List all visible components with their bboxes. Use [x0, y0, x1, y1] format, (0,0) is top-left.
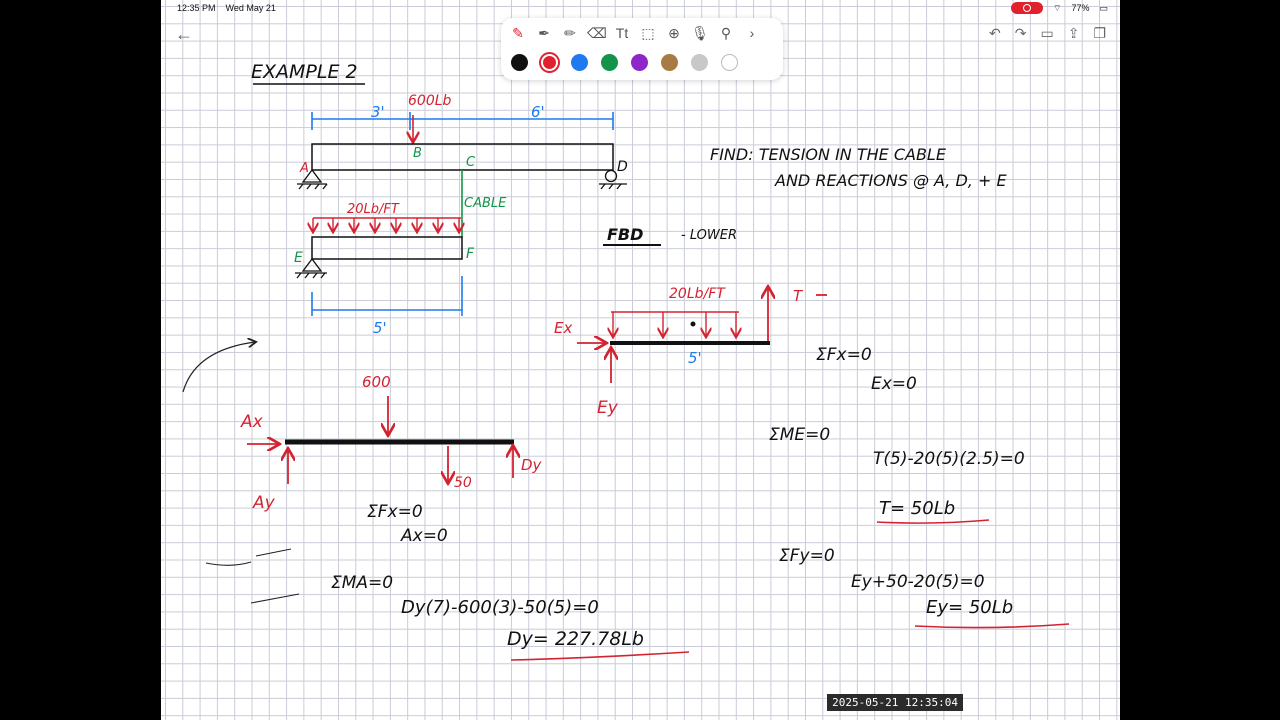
- ey-label: Ey: [597, 398, 619, 418]
- ay-label: Ay: [252, 493, 276, 513]
- cable-label: CABLE: [464, 196, 507, 211]
- dist-load-arrows: [313, 217, 461, 231]
- export-icon[interactable]: ⇪: [1067, 25, 1080, 41]
- color-swatch[interactable]: [691, 54, 708, 71]
- present-icon[interactable]: ▭: [1040, 25, 1054, 41]
- lower-dimension: [311, 276, 463, 316]
- undo-icon[interactable]: ↶: [989, 25, 1001, 41]
- battery-icon: ▭: [1099, 2, 1108, 13]
- ax-label: Ax: [240, 412, 264, 432]
- top-right-tools: ↶ ↷ ▭ ⇪ ❐: [989, 25, 1106, 42]
- sum-fx-left: ΣFx=0: [367, 502, 423, 522]
- fy-equation: Ey+50-20(5)=0: [851, 572, 985, 592]
- find-line-2: AND REACTIONS @ A, D, + E: [774, 171, 1007, 190]
- dim-5: 5': [373, 319, 387, 337]
- recording-icon[interactable]: [1011, 2, 1043, 14]
- add-icon[interactable]: ⊕: [668, 25, 680, 41]
- dy-result-underline: [510, 651, 690, 661]
- fbd-label: FBD: [607, 225, 643, 244]
- moment-equation: T(5)-20(5)(2.5)=0: [873, 449, 1025, 469]
- label-b: B: [413, 146, 422, 161]
- back-arrow-icon[interactable]: ←: [175, 24, 193, 44]
- color-swatch[interactable]: [541, 54, 558, 71]
- color-swatch[interactable]: [661, 54, 678, 71]
- scribbles: [205, 548, 300, 604]
- tension-label: T: [793, 287, 804, 305]
- pen-icon[interactable]: ✎: [512, 25, 524, 41]
- dist-load-label: 20Lb/FT: [347, 202, 400, 217]
- title: EXAMPLE 2: [251, 61, 358, 83]
- centroid-dot: [690, 321, 696, 327]
- label-f: F: [466, 246, 475, 262]
- status-date: Wed May 21: [225, 3, 276, 13]
- label-c: C: [466, 155, 476, 170]
- wifi-icon: ⌔: [1053, 2, 1062, 13]
- text-icon[interactable]: Tt: [615, 25, 629, 41]
- eraser-icon[interactable]: ⌫: [587, 25, 607, 41]
- label-d: D: [617, 159, 628, 175]
- sum-fx-right: ΣFx=0: [816, 345, 872, 365]
- handwritten-notes: EXAMPLE 2 3' 6' 600Lb A B C D: [182, 61, 1070, 661]
- ma-equation: Dy(7)-600(3)-50(5)=0: [401, 597, 599, 618]
- video-timestamp: 2025-05-21 12:35:04: [827, 694, 963, 711]
- dy-label: Dy: [521, 456, 543, 474]
- fountain-pen-icon[interactable]: ✒: [538, 25, 550, 41]
- pin-support-e: [295, 257, 327, 279]
- sum-me: ΣME=0: [769, 425, 830, 445]
- upper-beam: [311, 143, 614, 171]
- t-result: T= 50Lb: [879, 498, 955, 519]
- load-50-label: 50: [454, 475, 472, 491]
- fbd-load-label: 20Lb/FT: [669, 286, 726, 302]
- color-swatch[interactable]: [721, 54, 738, 71]
- find-line-1: FIND: TENSION IN THE CABLE: [710, 145, 947, 164]
- upper-600-label: 600: [362, 373, 391, 391]
- t-result-underline: [876, 519, 990, 524]
- chevron-right-icon[interactable]: ›: [749, 25, 755, 41]
- color-swatch[interactable]: [511, 54, 528, 71]
- ex-label: Ex: [554, 319, 572, 337]
- status-time: 12:35 PM: [177, 3, 216, 13]
- copy-icon[interactable]: ❐: [1093, 25, 1106, 41]
- status-bar-left: 12:35 PM Wed May 21: [177, 0, 276, 16]
- fbd-load-arrows: [611, 311, 739, 336]
- top-dimension: [311, 112, 614, 130]
- ey-result: Ey= 50Lb: [926, 597, 1013, 618]
- color-swatch[interactable]: [601, 54, 618, 71]
- ey-result-underline: [914, 623, 1070, 629]
- fbd-lower-label: - LOWER: [681, 228, 737, 243]
- dim-6: 6': [531, 103, 545, 121]
- battery-level: 77%: [1071, 3, 1090, 13]
- sum-ma: ΣMA=0: [331, 573, 393, 593]
- sketch-arrow: [182, 342, 255, 393]
- ax-zero: Ax=0: [400, 526, 448, 546]
- lasso-icon[interactable]: ⬚: [641, 25, 655, 41]
- dy-result: Dy= 227.78Lb: [507, 628, 644, 650]
- status-bar-right: ⌔ 77% ▭: [1011, 0, 1108, 16]
- sum-fy: ΣFy=0: [779, 546, 835, 566]
- redo-icon[interactable]: ↷: [1014, 25, 1027, 41]
- highlighter-icon[interactable]: ✏: [564, 25, 576, 41]
- pin-support-a: [297, 168, 328, 190]
- load-600-label: 600Lb: [408, 93, 452, 109]
- link-icon[interactable]: ⚲: [720, 25, 732, 41]
- color-swatch[interactable]: [631, 54, 648, 71]
- label-a: A: [299, 161, 309, 176]
- dim-3: 3': [371, 103, 385, 121]
- notes-canvas[interactable]: 12:35 PM Wed May 21 ⌔ 77% ▭ ← ✎ ✒ ✏ ⌫ Tt ⬚ ⊕ 🎙 ⚲…: [161, 0, 1120, 720]
- fbd-dim-5: 5': [688, 349, 702, 367]
- roller-support-d: [599, 169, 627, 190]
- ex-zero: Ex=0: [871, 374, 917, 394]
- color-swatch[interactable]: [571, 54, 588, 71]
- drawing-toolbar: ✎ ✒ ✏ ⌫ Tt ⬚ ⊕ 🎙 ⚲ ›: [501, 18, 783, 80]
- lower-beam: [311, 236, 463, 260]
- mic-icon[interactable]: 🎙: [691, 25, 709, 41]
- label-e: E: [294, 250, 303, 266]
